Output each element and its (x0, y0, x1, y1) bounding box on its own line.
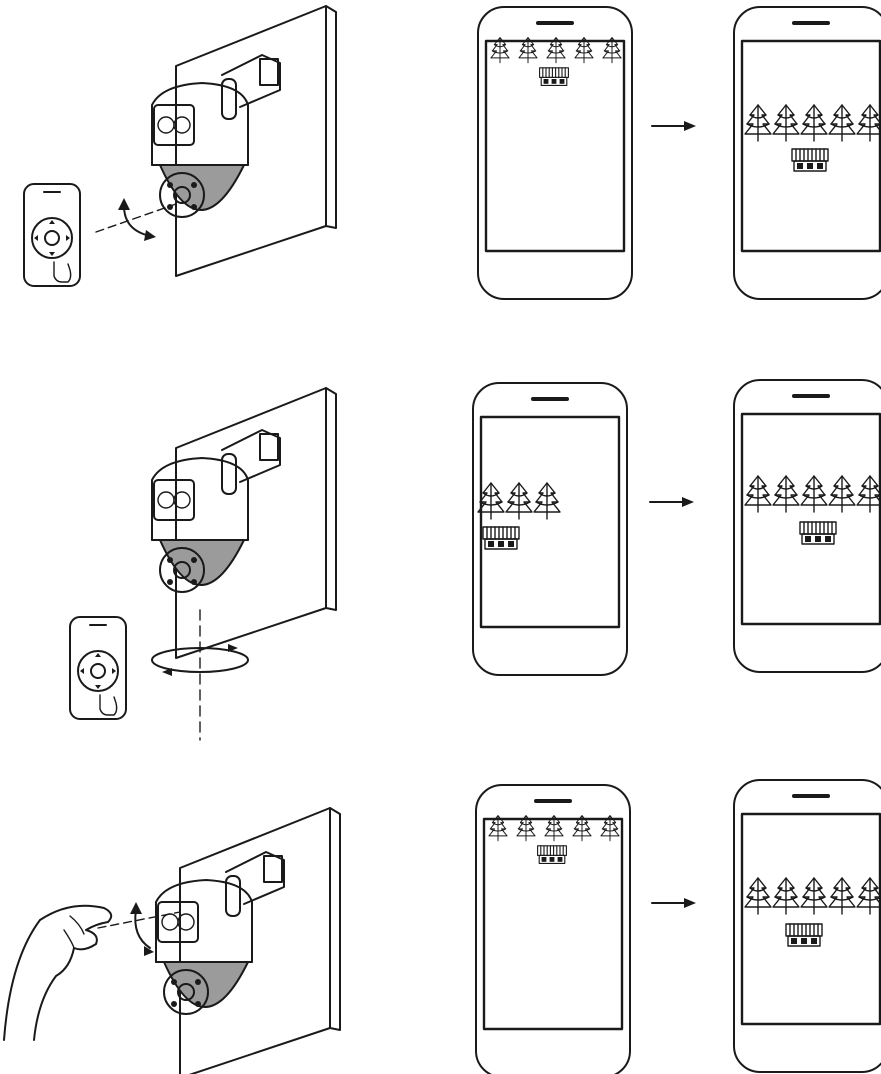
phone-view-before (478, 7, 632, 299)
phone-view-before (473, 383, 627, 675)
house-icon (786, 924, 822, 946)
hand-icon (4, 906, 111, 1040)
phone-view-before (476, 785, 630, 1074)
phone-remote-icon (70, 617, 126, 719)
step-1-tilt-remote (24, 6, 881, 299)
house-icon (538, 846, 567, 864)
arrow-right-icon (652, 121, 696, 131)
house-icon (540, 68, 569, 86)
house-icon (483, 527, 519, 549)
phone-view-after (734, 7, 881, 299)
axis-line (96, 204, 176, 232)
arrow-right-icon (650, 497, 694, 507)
wall-panel (176, 6, 336, 276)
phone-remote-icon (24, 184, 80, 286)
camera-device (152, 55, 280, 217)
step-3-tilt-manual (4, 780, 881, 1074)
step-2-pan-remote (70, 380, 881, 740)
wall-panel (180, 808, 340, 1074)
house-icon (792, 149, 828, 171)
phone-view-after (734, 780, 881, 1072)
phone-view-after (734, 380, 881, 672)
camera-device (156, 852, 284, 1014)
arrow-right-icon (652, 898, 696, 908)
house-icon (800, 522, 836, 544)
tilt-arrow-icon (135, 910, 150, 948)
camera-device (152, 430, 280, 592)
